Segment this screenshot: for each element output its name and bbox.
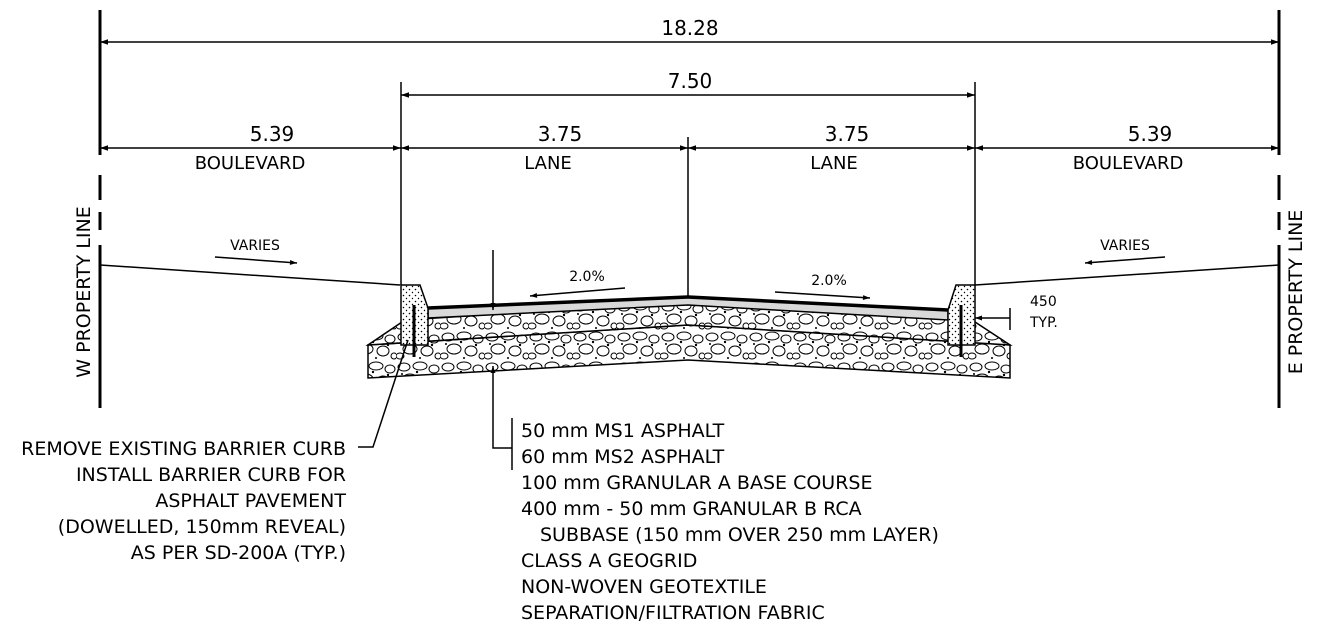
east-property-line-label: E PROPERTY LINE bbox=[1285, 210, 1307, 375]
curb-note-line: REMOVE EXISTING BARRIER CURB bbox=[21, 438, 346, 460]
west-slope-label: 2.0% bbox=[569, 269, 605, 285]
curb-note: REMOVE EXISTING BARRIER CURB INSTALL BAR… bbox=[21, 438, 346, 564]
pavement-layer-item: 60 mm MS2 ASPHALT bbox=[521, 446, 725, 468]
pavement-layer-item: CLASS A GEOGRID bbox=[521, 550, 697, 572]
pavement-structure-list: 50 mm MS1 ASPHALT 60 mm MS2 ASPHALT 100 … bbox=[521, 420, 939, 624]
curb-offset-value: 450 bbox=[1030, 294, 1057, 310]
west-boulevard-label: BOULEVARD bbox=[195, 153, 306, 174]
west-varies-label: VARIES bbox=[230, 238, 280, 254]
west-slope-arrow bbox=[529, 287, 626, 298]
asphalt-surface bbox=[427, 295, 689, 310]
curb-note-line: ASPHALT PAVEMENT bbox=[155, 490, 346, 512]
pavement-layer-item: SUBBASE (150 mm OVER 250 mm LAYER) bbox=[540, 524, 939, 546]
east-boulevard-label: BOULEVARD bbox=[1073, 153, 1184, 174]
west-property-line-label: W PROPERTY LINE bbox=[73, 206, 95, 377]
pavement-layer-item: 100 mm GRANULAR A BASE COURSE bbox=[521, 472, 872, 494]
curb-note-leader bbox=[358, 339, 409, 448]
west-lane-label: LANE bbox=[524, 153, 572, 174]
pavement-leader bbox=[492, 428, 512, 449]
curb-offset-note: TYP. bbox=[1029, 315, 1058, 331]
curb-note-line: INSTALL BARRIER CURB FOR bbox=[76, 464, 346, 486]
west-boulevard-dimension: 5.39 bbox=[250, 122, 295, 146]
roadway-dimension: 7.50 bbox=[668, 69, 713, 93]
west-lane-dimension: 3.75 bbox=[538, 122, 583, 146]
pavement-layer-item: 50 mm MS1 ASPHALT bbox=[521, 420, 725, 442]
extension-lines bbox=[400, 82, 976, 298]
overall-dimension: 18.28 bbox=[661, 16, 718, 40]
east-varies-arrow bbox=[1084, 256, 1166, 265]
east-slope-label: 2.0% bbox=[811, 273, 847, 289]
east-boulevard-dimension: 5.39 bbox=[1128, 122, 1173, 146]
east-slope-arrow bbox=[774, 291, 871, 301]
west-varies-arrow bbox=[214, 256, 298, 265]
pavement-layer-item: NON-WOVEN GEOTEXTILE bbox=[521, 576, 767, 598]
east-boulevard-grade bbox=[974, 264, 1280, 286]
pavement-layer-item: SEPARATION/FILTRATION FABRIC bbox=[521, 602, 825, 624]
curb-note-line: AS PER SD-200A (TYP.) bbox=[131, 542, 346, 564]
asphalt-surface-east bbox=[687, 295, 949, 312]
west-boulevard-grade bbox=[99, 264, 401, 286]
east-lane-dimension: 3.75 bbox=[825, 122, 870, 146]
pavement-layer-item: 400 mm - 50 mm GRANULAR B RCA bbox=[521, 498, 862, 520]
curb-note-line: (DOWELLED, 150mm REVEAL) bbox=[58, 516, 346, 538]
east-lane-label: LANE bbox=[810, 153, 858, 174]
east-varies-label: VARIES bbox=[1100, 238, 1150, 254]
